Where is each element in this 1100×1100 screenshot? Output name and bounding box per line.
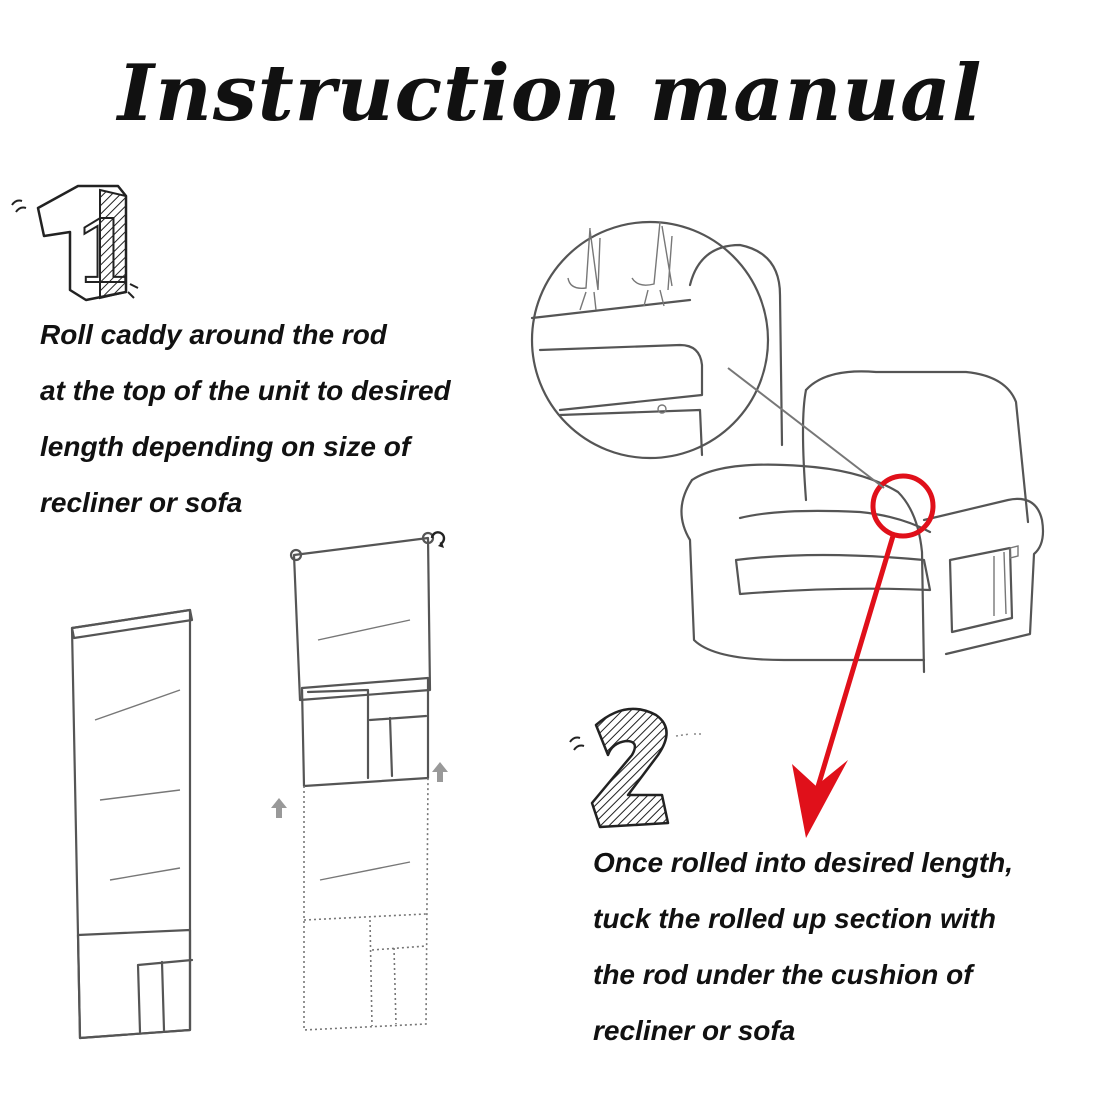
rotate-icon [430, 531, 446, 548]
step-1-line: at the top of the unit to desired [40, 375, 451, 406]
step-1-line: recliner or sofa [40, 487, 243, 518]
step-2-line: recliner or sofa [593, 1015, 796, 1046]
number-one-glyph: 1 [74, 202, 134, 303]
step-1-instructions: Roll caddy around the rod at the top of … [40, 315, 451, 539]
step-2-line: the rod under the cushion of [593, 959, 973, 990]
step-2-instructions: Once rolled into desired length, tuck th… [593, 843, 1013, 1067]
arrow-up-icon [271, 762, 448, 818]
number-two-icon [569, 707, 704, 829]
page-title: Instruction manual [117, 48, 983, 139]
step-2-line: tuck the rolled up section with [593, 903, 996, 934]
number-one-icon: 1 [11, 184, 139, 304]
armchair-illustration [680, 370, 1045, 674]
caddy-flat-illustration [70, 608, 194, 1040]
red-highlight [727, 367, 936, 838]
step-2-line: Once rolled into desired length, [593, 847, 1014, 878]
step-1-line: Roll caddy around the rod [40, 319, 387, 350]
caddy-rolled-illustration [289, 531, 435, 1031]
step-1-line: length depending on size of [40, 431, 411, 462]
hands-icon [567, 221, 673, 311]
magnified-detail [530, 220, 784, 460]
